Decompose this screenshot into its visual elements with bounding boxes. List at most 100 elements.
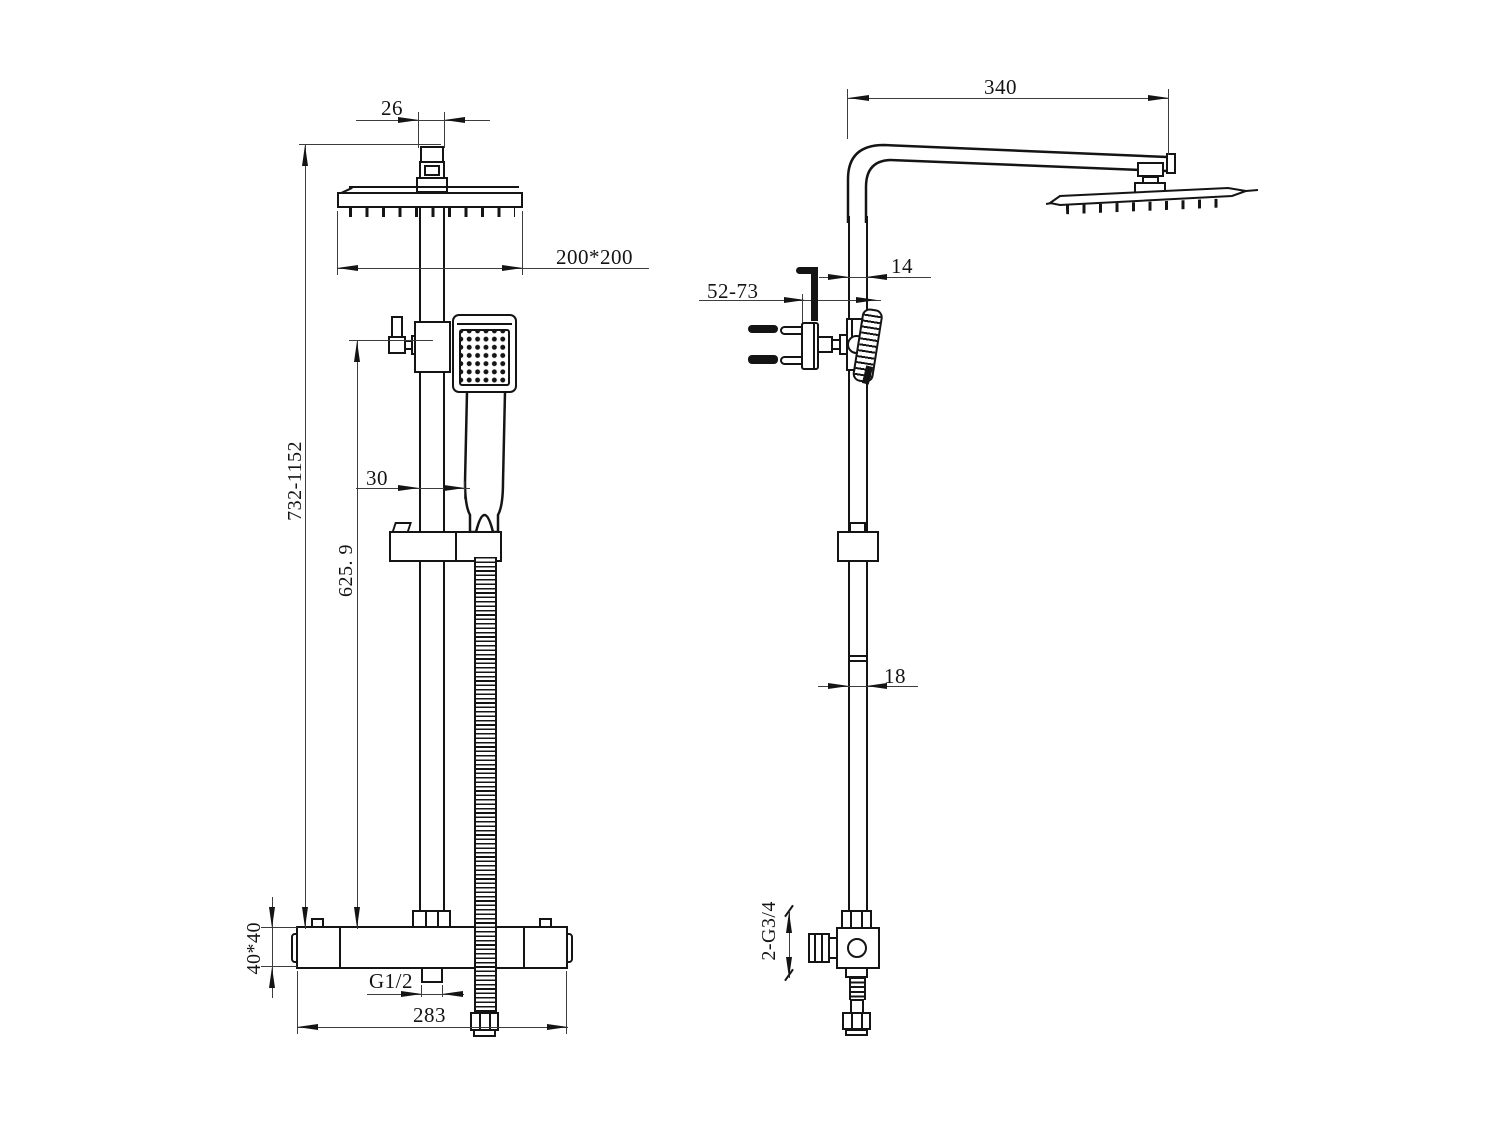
arrowhead	[856, 297, 877, 303]
arrowhead	[866, 683, 887, 689]
arrowhead	[786, 957, 792, 978]
fv-riser-nut-facet	[425, 912, 427, 926]
extension-line	[261, 966, 297, 967]
dim-line	[357, 341, 358, 929]
fv-head-lip	[349, 186, 519, 188]
arrowhead	[784, 297, 805, 303]
dim-pipe-top-width-label: 26	[381, 96, 403, 120]
fv-valve-seam	[523, 928, 525, 967]
arrowhead	[866, 274, 887, 280]
arrowhead	[398, 117, 419, 123]
sv-shower-arm	[846, 143, 1176, 223]
dim-rail-height-label: 625. 9	[335, 544, 357, 597]
fv-valve-tab	[311, 918, 324, 928]
dim-holder-width-label: 14	[891, 254, 913, 278]
dim-line	[272, 897, 273, 998]
extension-line	[349, 340, 433, 341]
arrowhead	[1148, 95, 1169, 101]
sv-mounting-screw	[748, 355, 778, 364]
arrowhead	[354, 907, 360, 928]
extension-line	[1168, 89, 1169, 155]
dim-line	[848, 98, 1169, 99]
arrowhead	[269, 907, 275, 928]
fv-overhead-shower-plate	[337, 192, 523, 208]
sv-hose-spring	[849, 977, 866, 1000]
extension-line	[802, 294, 803, 326]
sv-inlet-nut-facet	[814, 935, 816, 961]
extension-line	[522, 211, 523, 275]
fv-handshower-handle	[463, 391, 507, 534]
fv-riser-nut	[412, 910, 451, 928]
fv-riser-nut-facet	[437, 912, 439, 926]
sv-hose-nut	[842, 1012, 871, 1030]
sv-riser-nut-facet	[861, 912, 863, 927]
dim-line	[305, 145, 306, 929]
allen-key-icon	[811, 267, 818, 321]
fv-outlet-port	[421, 967, 443, 983]
sv-riser-nut-facet	[850, 912, 852, 927]
arrowhead	[828, 274, 849, 280]
sv-slider-ring	[837, 531, 879, 562]
dim-handle-offset-label: 30	[366, 466, 388, 490]
fv-valve-seam	[339, 928, 341, 967]
sv-mounting-screw	[748, 325, 778, 333]
arrowhead	[786, 912, 792, 933]
dim-arm-reach-label: 340	[984, 75, 1017, 99]
dim-line	[356, 120, 490, 121]
dim-line	[337, 268, 649, 269]
sv-valve-dial	[847, 938, 867, 958]
fv-slider-bracket-divider	[455, 533, 457, 560]
sv-head-connector	[1137, 162, 1164, 177]
fv-handshower-face	[459, 329, 510, 386]
extension-line	[444, 112, 445, 148]
dim-pipe-diameter-label: 18	[884, 664, 906, 688]
fv-nozzle-row	[349, 208, 515, 217]
arrowhead	[442, 991, 463, 997]
sv-pipe-joint-line	[850, 655, 866, 657]
sv-wall-plate-line	[813, 324, 815, 368]
sv-inlet-nut-facet	[821, 935, 823, 961]
sv-inlet-nut	[808, 933, 830, 963]
arrowhead	[848, 95, 869, 101]
arrowhead	[444, 117, 465, 123]
sv-hose-cap	[845, 1029, 868, 1036]
arrowhead	[354, 341, 360, 362]
sv-pipe-joint-line	[850, 660, 866, 662]
dim-head-size-label: 200*200	[556, 245, 633, 269]
fv-valve-tab	[539, 918, 552, 928]
arrowhead	[302, 907, 308, 928]
dim-valve-length-label: 283	[413, 1003, 446, 1027]
dim-valve-section-label: 40*40	[243, 922, 265, 975]
extension-line	[847, 89, 848, 139]
fv-hose-nut-facet	[489, 1014, 491, 1029]
extension-line	[299, 144, 441, 145]
fv-slider-bracket	[389, 531, 502, 562]
arrowhead	[398, 485, 419, 491]
fv-head-base	[416, 177, 448, 193]
fv-flex-hose	[474, 557, 497, 1014]
allen-key-icon	[796, 267, 818, 274]
sv-hose-nut-facet	[861, 1014, 863, 1028]
fv-hose-nut-facet	[479, 1014, 481, 1029]
dim-line	[789, 912, 790, 978]
dim-height-range-label: 732-1152	[284, 441, 306, 521]
fv-holder-block	[414, 321, 451, 373]
dim-inlet-threads-label: 2-G3/4	[758, 901, 780, 961]
arrowhead	[302, 145, 308, 166]
sv-overhead-shower-plate	[1046, 186, 1258, 207]
extension-line	[464, 481, 465, 499]
arrowhead	[297, 1024, 318, 1030]
extension-line	[418, 112, 419, 148]
arrowhead	[337, 265, 358, 271]
arrowhead	[401, 991, 422, 997]
dim-wall-distance-label: 52-73	[707, 279, 759, 303]
arrowhead	[444, 485, 465, 491]
extension-line	[261, 927, 297, 928]
sv-riser-pipe	[848, 216, 868, 912]
arrowhead	[269, 967, 275, 988]
arrowhead	[547, 1024, 568, 1030]
extension-line	[337, 211, 338, 275]
extension-line	[297, 971, 298, 1034]
extension-line	[566, 971, 567, 1034]
